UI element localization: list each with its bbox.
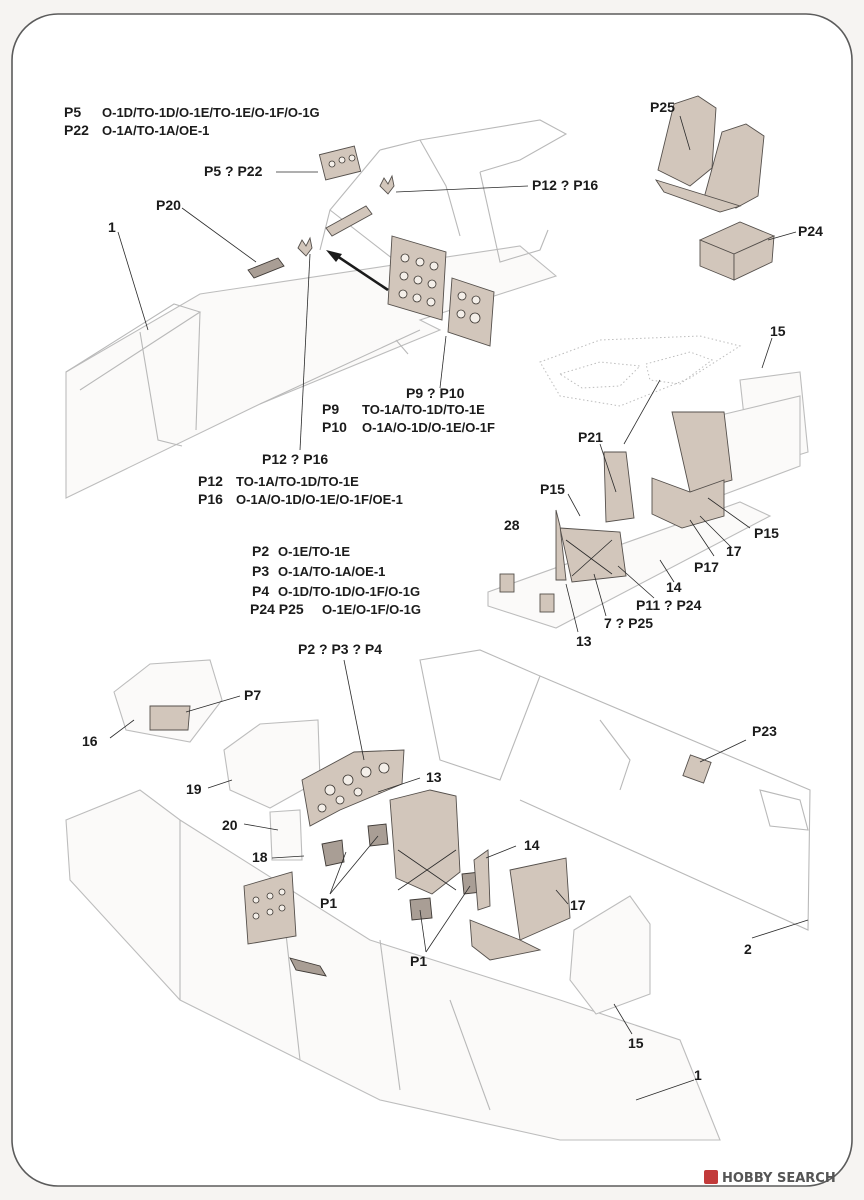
leader-lines: [109, 115, 809, 1101]
label-15-low: 15: [628, 1035, 644, 1051]
label-p9-p10: P9 ? P10: [406, 385, 465, 401]
label-13-mid: 13: [576, 633, 592, 649]
p24-p25-variants: O-1E/O-1F/O-1G: [322, 602, 421, 617]
label-15-top: 15: [770, 323, 786, 339]
label-p15-right: P15: [754, 525, 779, 541]
label-p5-p22: P5 ? P22: [204, 163, 263, 179]
label-28: 28: [504, 517, 520, 533]
p12-variants: TO-1A/TO-1D/TO-1E: [236, 474, 359, 489]
label-p1-right: P1: [410, 953, 427, 969]
label-18: 18: [252, 849, 268, 865]
p9-p10-instrument-panels: [325, 205, 495, 347]
label-13-low: 13: [426, 769, 442, 785]
p10-variants: O-1A/O-1D/O-1E/O-1F: [362, 420, 495, 435]
label-17-mid: 17: [726, 543, 742, 559]
label-19: 19: [186, 781, 202, 797]
label-16: 16: [82, 733, 98, 749]
p12-code: P12: [198, 473, 223, 489]
label-1-top: 1: [108, 219, 116, 235]
header-variant-notes: P5 O-1D/TO-1D/O-1E/TO-1E/O-1F/O-1G P22 O…: [64, 104, 320, 138]
watermark-text: HOBBY SEARCH: [722, 1171, 836, 1186]
label-14-mid: 14: [666, 579, 682, 595]
label-p20: P20: [156, 197, 181, 213]
p4-variants: O-1D/TO-1D/O-1F/O-1G: [278, 584, 420, 599]
lower-fuselage-drawing: [65, 649, 811, 1141]
label-p2-p3-p4: P2 ? P3 ? P4: [298, 641, 382, 657]
p9-variants: TO-1A/TO-1D/TO-1E: [362, 402, 485, 417]
watermark: HOBBY SEARCH: [704, 1170, 836, 1186]
p4-code: P4: [252, 583, 269, 599]
p16-variants: O-1A/O-1D/O-1E/O-1F/OE-1: [236, 492, 403, 507]
p5-p22-panel: [318, 145, 362, 181]
p5-code: P5: [64, 104, 81, 120]
p24-seat-frame: [698, 221, 776, 281]
label-p25: P25: [650, 99, 675, 115]
label-p24: P24: [798, 223, 823, 239]
stick-grips-top: [297, 174, 395, 257]
p2-code: P2: [252, 543, 269, 559]
label-p15-left: P15: [540, 481, 565, 497]
p2-variants: O-1E/TO-1E: [278, 544, 350, 559]
p24-p25-code: P24 P25: [250, 601, 304, 617]
p3-code: P3: [252, 563, 269, 579]
label-1-low: 1: [694, 1067, 702, 1083]
label-p23: P23: [752, 723, 777, 739]
p20-small-panel: [247, 257, 285, 279]
label-2: 2: [744, 941, 752, 957]
cockpit-floor-assembly: [487, 335, 809, 629]
label-p7: P7: [244, 687, 261, 703]
label-p21: P21: [578, 429, 603, 445]
label-p12-p16-top: P12 ? P16: [532, 177, 598, 193]
p3-variants: O-1A/TO-1A/OE-1: [278, 564, 385, 579]
p9-code: P9: [322, 401, 339, 417]
p16-code: P16: [198, 491, 223, 507]
label-p1-left: P1: [320, 895, 337, 911]
p10-code: P10: [322, 419, 347, 435]
variant-notes: P9 TO-1A/TO-1D/TO-1E P10 O-1A/O-1D/O-1E/…: [198, 401, 495, 617]
label-17-low: 17: [570, 897, 586, 913]
part-callouts: P5 ? P22 P20 1 P12 ? P16 P25 P24 15 P9 ?…: [82, 99, 823, 1083]
assembly-arrow-head: [326, 250, 342, 262]
p5-variants: O-1D/TO-1D/O-1E/TO-1E/O-1F/O-1G: [102, 105, 320, 120]
label-p17: P17: [694, 559, 719, 575]
p22-variants: O-1A/TO-1A/OE-1: [102, 123, 209, 138]
assembly-arrow: [333, 252, 389, 292]
label-14-low: 14: [524, 837, 540, 853]
label-20: 20: [222, 817, 238, 833]
p22-code: P22: [64, 122, 89, 138]
label-p11-p24: P11 ? P24: [636, 597, 702, 613]
label-p12-p16-mid: P12 ? P16: [262, 451, 328, 467]
label-7-p25: 7 ? P25: [604, 615, 653, 631]
